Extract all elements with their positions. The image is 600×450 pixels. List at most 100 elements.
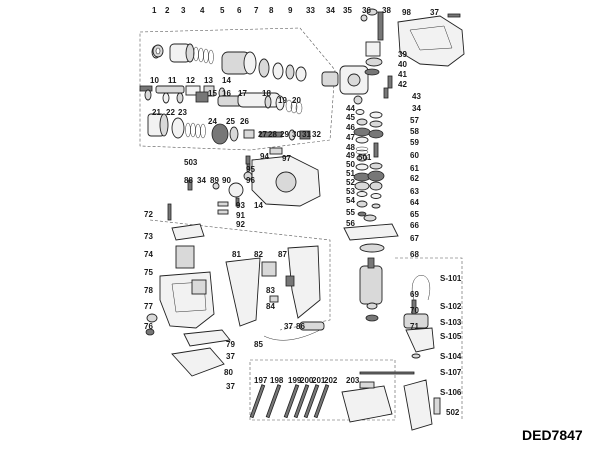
- part-199-bit: [283, 384, 300, 419]
- callout-label: 22: [166, 108, 175, 117]
- part-S101-strap: [412, 275, 430, 301]
- callout-label: 86: [296, 322, 305, 331]
- callout-label: 77: [144, 302, 153, 311]
- part-S106-grip: [403, 379, 433, 431]
- part-94-pin: [245, 155, 251, 165]
- part-502-stopper: [433, 397, 441, 415]
- part-84-clip: [269, 295, 279, 303]
- callout-label: 7: [254, 6, 259, 15]
- part-46-ring: [356, 118, 368, 126]
- callout-label: 70: [410, 306, 419, 315]
- part-88-pin: [187, 179, 193, 191]
- part-202-bit: [313, 384, 330, 419]
- part-45-ring: [355, 109, 365, 115]
- part-68-plate: [359, 243, 385, 253]
- callout-label: 44: [346, 104, 355, 113]
- callout-label: 94: [260, 152, 269, 161]
- part-35-crank-housing: [339, 65, 369, 95]
- part-19-oring: [275, 95, 285, 111]
- callout-label: 42: [398, 80, 407, 89]
- part-7-ring: [272, 62, 284, 80]
- part-2-ring: [152, 44, 164, 58]
- callout-label: 14: [254, 201, 263, 210]
- callout-label: 74: [144, 250, 153, 259]
- callout-label: 88: [184, 176, 193, 185]
- callout-label: 81: [232, 250, 241, 259]
- part-93-spring: [235, 197, 240, 207]
- part-31-washer: [288, 129, 296, 141]
- part-28-ring: [229, 126, 239, 142]
- part-79-base-plate: [183, 329, 231, 347]
- callout-label: 47: [346, 133, 355, 142]
- callout-label: 58: [410, 127, 419, 136]
- part-503-gear-housing: [251, 155, 321, 207]
- callout-label: 13: [204, 76, 213, 85]
- part-S104-washer: [411, 353, 421, 359]
- part-56-clip: [357, 211, 367, 217]
- callout-label: 30: [292, 130, 301, 139]
- callout-label: 85: [254, 340, 263, 349]
- callout-label: 56: [346, 219, 355, 228]
- callout-label: 67: [410, 234, 419, 243]
- part-59-gear: [368, 129, 384, 139]
- callout-label: 87: [278, 250, 287, 259]
- callout-label: S-105: [440, 332, 462, 341]
- callout-label: 63: [410, 187, 419, 196]
- callout-label: 43: [412, 92, 421, 101]
- callout-label: 39: [398, 50, 407, 59]
- part-92-plate: [217, 209, 229, 215]
- part-37-screw: [447, 13, 461, 18]
- part-200-bit: [293, 384, 310, 419]
- callout-label: 59: [410, 138, 419, 147]
- part-42-screw: [387, 75, 393, 89]
- callout-label: S-102: [440, 302, 462, 311]
- callout-label: 25: [226, 117, 235, 126]
- callout-label: 27: [258, 130, 267, 139]
- callout-label: 503: [184, 158, 198, 167]
- callout-label: 14: [222, 76, 231, 85]
- part-54-washer: [356, 191, 368, 197]
- part-8-ring: [285, 64, 295, 80]
- callout-label: 62: [410, 174, 419, 183]
- callout-label: 501: [358, 153, 372, 162]
- callout-label: 65: [410, 210, 419, 219]
- callout-label: 36: [362, 6, 371, 15]
- callout-label: 38: [382, 6, 391, 15]
- callout-label: 72: [144, 210, 153, 219]
- part-201-bit: [303, 384, 320, 419]
- callout-label: 98: [402, 8, 411, 17]
- part-97-lever: [269, 147, 283, 155]
- part-15-gear: [195, 91, 209, 103]
- part-82-switch: [261, 261, 277, 277]
- part-43-pin: [383, 87, 389, 99]
- callout-label: 68: [410, 250, 419, 259]
- callout-label: 1: [152, 6, 157, 15]
- callout-label: 93: [236, 201, 245, 210]
- part-70-bearing: [366, 302, 378, 310]
- callout-label: 92: [236, 220, 245, 229]
- part-61-ring: [369, 162, 383, 170]
- callout-label: 61: [410, 164, 419, 173]
- callout-label: 82: [254, 250, 263, 259]
- part-78-grille: [191, 279, 207, 295]
- callout-label: 10: [150, 76, 159, 85]
- part-83-switch-part: [285, 275, 295, 287]
- part-74-brush-holder: [175, 245, 195, 269]
- part-57-oring: [369, 111, 383, 119]
- callout-label: 50: [346, 160, 355, 169]
- part-203-carry-case: [341, 381, 393, 423]
- callout-label: S-107: [440, 368, 462, 377]
- callout-label: 95: [246, 165, 255, 174]
- callout-label: 46: [346, 123, 355, 132]
- part-13-bushing: [203, 85, 215, 97]
- part-197-bit: [249, 384, 266, 419]
- callout-label: 33: [306, 6, 315, 15]
- part-27-gear: [211, 123, 229, 145]
- callout-label: 78: [144, 286, 153, 295]
- model-number: DED7847: [522, 427, 583, 443]
- part-71-fan: [365, 314, 379, 322]
- callout-label: S-101: [440, 274, 462, 283]
- callout-label: 55: [346, 208, 355, 217]
